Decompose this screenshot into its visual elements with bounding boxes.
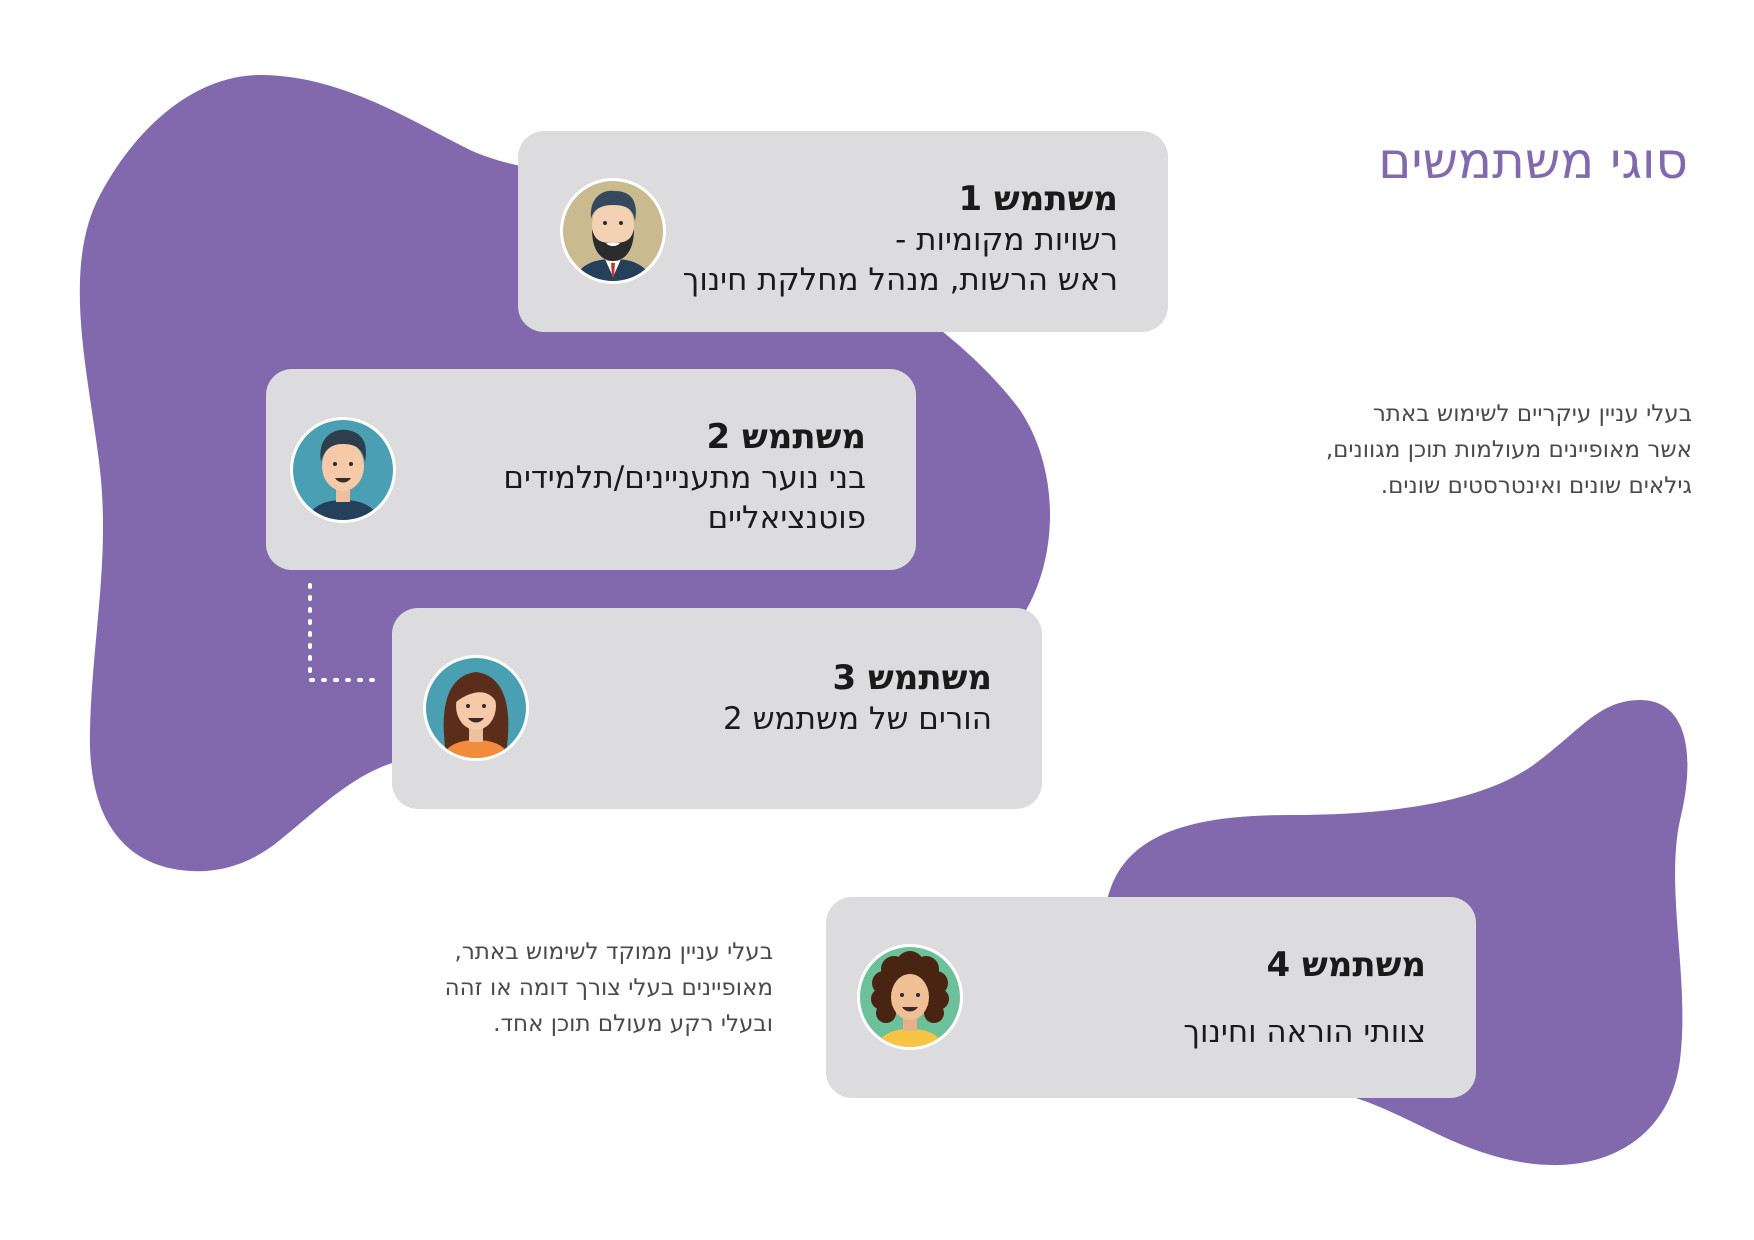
user-card-heading: משתמש 2: [706, 417, 866, 457]
intro-line: אשר מאופיינים מעולמות תוכן מגוונים,: [1325, 437, 1692, 463]
secondary-description: בעלי עניין ממוקד לשימוש באתר, מאופיינים …: [445, 934, 773, 1042]
woman-avatar-icon: [423, 655, 529, 761]
secondary-line: בעלי עניין ממוקד לשימוש באתר,: [454, 939, 773, 965]
user-card-label: משתמש 3 הורים של משתמש 2: [723, 658, 992, 738]
intro-description: בעלי עניין עיקריים לשימוש באתר אשר מאופי…: [1326, 396, 1692, 504]
user-card-line: ראש הרשות, מנהל מחלקת חינוך: [682, 262, 1118, 298]
user-card-line: הורים של משתמש 2: [723, 701, 992, 737]
user-card-3: משתמש 3 הורים של משתמש 2: [392, 608, 1042, 809]
young-man-avatar-icon: [290, 417, 396, 523]
curly-hair-avatar-icon: [857, 944, 963, 1050]
user-card-label: משתמש 1 רשויות מקומיות - ראש הרשות, מנהל…: [683, 179, 1118, 299]
user-card-line: רשויות מקומיות -: [895, 222, 1118, 258]
user-card-2: משתמש 2 בני נוער מתעניינים/תלמידים פוטנצ…: [266, 369, 916, 570]
secondary-line: ובעלי רקע מעולם תוכן אחד.: [493, 1011, 773, 1037]
intro-line: גילאים שונים ואינטרסטים שונים.: [1380, 473, 1692, 499]
user-card-heading: משתמש 4: [1266, 945, 1426, 985]
user-card-label: משתמש 2 בני נוער מתעניינים/תלמידים פוטנצ…: [503, 417, 866, 537]
user-card-line: פוטנציאליים: [707, 500, 866, 536]
intro-line: בעלי עניין עיקריים לשימוש באתר: [1372, 401, 1692, 427]
user-card-heading: משתמש 1: [958, 179, 1118, 219]
user-card-line: בני נוער מתעניינים/תלמידים: [503, 460, 866, 496]
secondary-line: מאופיינים בעלי צורך דומה או זהה: [444, 975, 773, 1001]
user-card-label: משתמש 4 צוותי הוראה וחינוך: [1183, 945, 1426, 1051]
user-card-heading: משתמש 3: [832, 658, 992, 698]
page-title: סוגי משתמשים: [1378, 132, 1688, 190]
user-card-4: משתמש 4 צוותי הוראה וחינוך: [826, 897, 1476, 1098]
user-card-1: משתמש 1 רשויות מקומיות - ראש הרשות, מנהל…: [518, 131, 1168, 332]
user-card-line: צוותי הוראה וחינוך: [1183, 1014, 1426, 1050]
bearded-man-avatar-icon: [560, 178, 666, 284]
